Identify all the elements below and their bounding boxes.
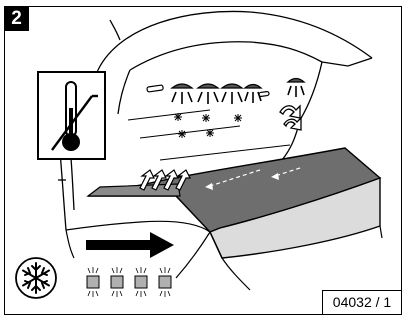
step-number-badge: 2 [4,6,29,31]
figure-code-label: 04032 / 1 [322,290,402,315]
figure-frame [4,6,402,315]
